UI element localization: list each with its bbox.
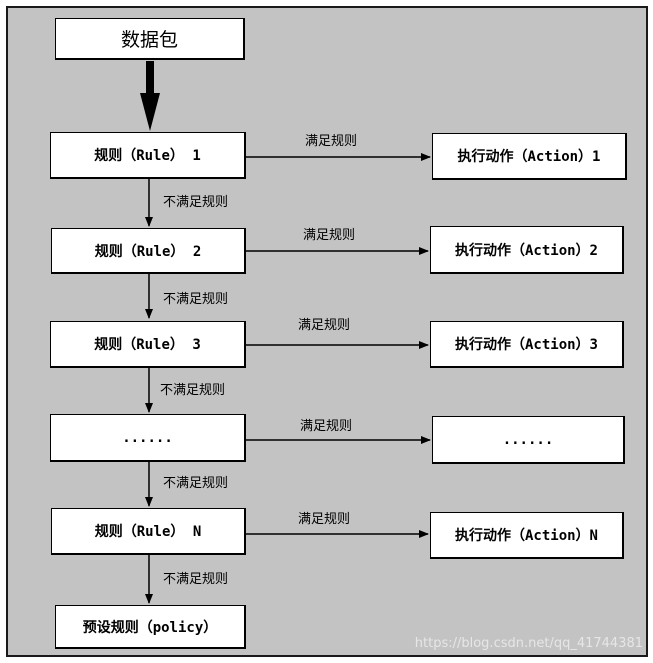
match-label-3: 满足规则 [298, 318, 351, 333]
nomatch-label-5: 不满足规则 [163, 572, 229, 587]
watermark: https://blog.csdn.net/qq_41744381 [414, 636, 643, 651]
rule-box-3: 规则（Rule） 3 [50, 321, 246, 368]
action-box-1: 执行动作（Action）1 [432, 133, 627, 180]
nomatch-label-3: 不满足规则 [160, 383, 226, 398]
action-box-n: 执行动作（Action）N [430, 512, 624, 559]
nomatch-label-1: 不满足规则 [163, 195, 229, 210]
rule-box-2: 规则（Rule） 2 [51, 228, 246, 274]
action-box-3: 执行动作（Action）3 [430, 321, 624, 368]
packet-to-rule1-arrow [140, 61, 160, 131]
rule-box-ellipsis: ...... [50, 414, 246, 462]
action-box-2: 执行动作（Action）2 [430, 226, 624, 274]
rule-box-1: 规则（Rule） 1 [50, 132, 246, 179]
policy-box: 预设规则（policy） [55, 605, 246, 649]
match-label-1: 满足规则 [305, 134, 358, 149]
nomatch-label-4: 不满足规则 [163, 476, 229, 491]
match-label-2: 满足规则 [303, 228, 356, 243]
match-label-5: 满足规则 [298, 512, 351, 527]
packet-box: 数据包 [55, 18, 245, 60]
match-label-4: 满足规则 [300, 419, 353, 434]
action-box-ellipsis: ...... [432, 416, 625, 464]
nomatch-label-2: 不满足规则 [163, 292, 229, 307]
rule-box-n: 规则（Rule） N [51, 508, 246, 555]
